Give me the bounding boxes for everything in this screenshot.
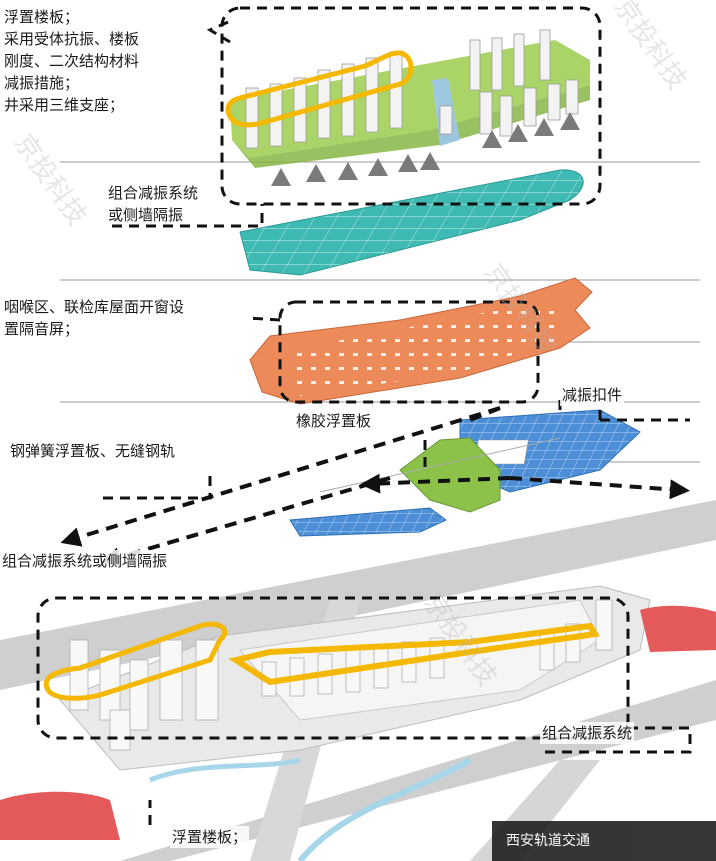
label-combo-system-or-side-wall-long: 组合减振系统或侧墙隔振 [0,550,170,572]
label-rubber-floating-slab: 橡胶浮置板 [294,410,374,432]
label-steel-spring-slab: 钢弹簧浮置板、无缝钢轨 [10,442,176,460]
dashed-arrows [60,406,690,567]
label-combo-system-or-side-wall: 组合减振系统 或侧墙隔振 [108,184,199,224]
teal-slab-layer [239,169,584,276]
label-throat-area: 咽喉区、联检库屋面开窗设 置隔音屏； [4,298,185,338]
label-bottom-floating-slab: 浮置楼板； [170,826,250,848]
label-combo-system: 组合减振系统 [540,722,635,744]
dashed-frames [36,6,692,825]
bearing-triangles [271,112,580,186]
orange-slab-layer [249,277,593,405]
station-right [640,605,716,652]
label-top-floating-slab: 浮置楼板； 采用受体抗振、楼板 刚度、二次结构材料 减振措施； 井采用三维支座； [4,8,140,114]
source-badge: 西安轨道交通 [492,821,716,861]
station-left [0,791,120,840]
highlight-outline-top [225,50,414,128]
highlight-outline-left [43,621,228,701]
label-vibration-fastener: 减振扣件 [560,384,625,406]
green-floating-slab-layer [225,29,590,186]
track-slab-layer [289,409,641,537]
highlight-outline-right [228,622,600,686]
